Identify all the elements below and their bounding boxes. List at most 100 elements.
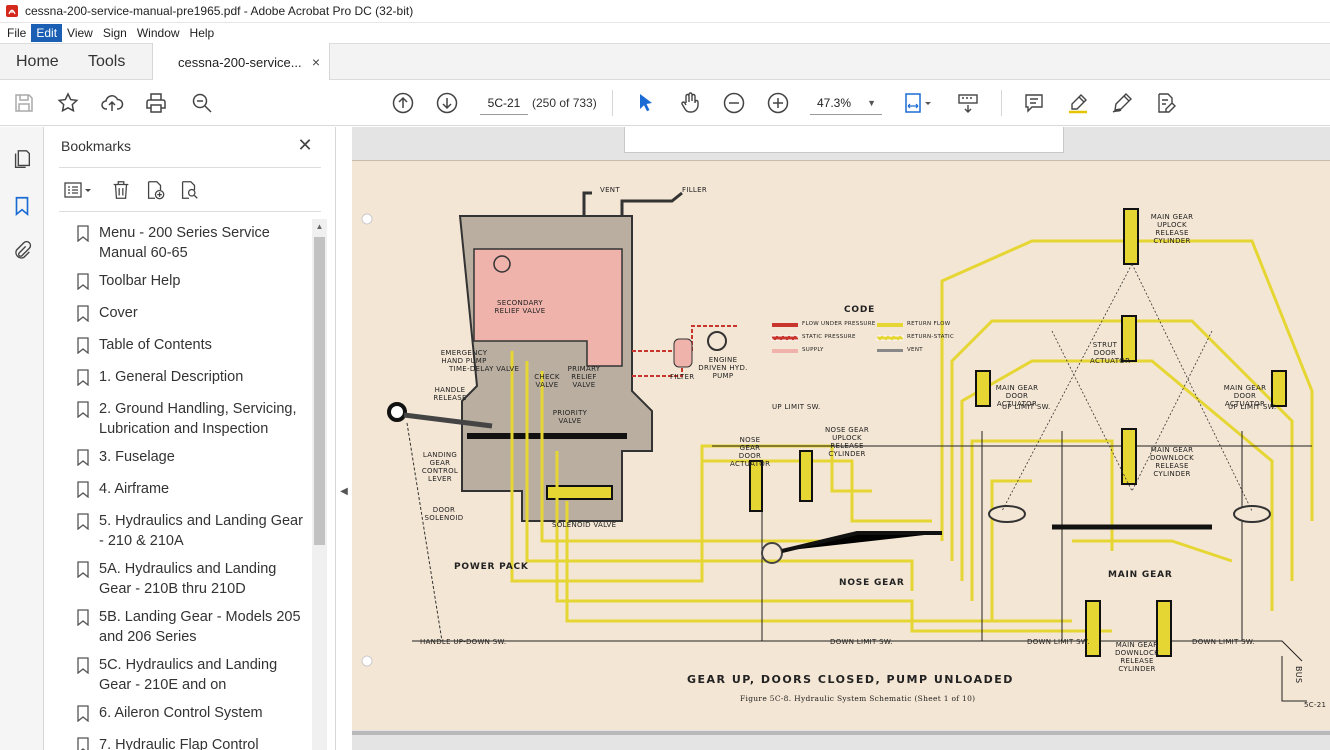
fill-sign-button[interactable] [1152,89,1180,117]
toolbar-separator [612,90,613,116]
label-up-limit-left: UP LIMIT SW. [1002,403,1051,411]
legend-return-flow [877,323,903,327]
return-line [525,361,914,591]
bookmark-options-button[interactable] [59,176,99,204]
reservoir [473,248,623,367]
label-primary-relief: PRIMARY RELIEF VALVE [567,365,601,389]
label-door-solenoid: DOOR SOLENOID [424,506,464,522]
tab-tools[interactable]: Tools [88,53,126,70]
bookmark-item[interactable]: 7. Hydraulic Flap Control [59,731,311,750]
arrow-down-circle-icon [436,92,458,114]
legend-return-flow-label: RETURN FLOW [907,321,951,327]
bookmark-item[interactable]: 2. Ground Handling, Servicing, Lubricati… [59,395,311,443]
draw-button[interactable] [1108,89,1136,117]
label-main-gear: MAIN GEAR [1108,570,1173,580]
bookmark-label: 1. General Description [99,369,244,385]
bookmark-item[interactable]: 5A. Hydraulics and Landing Gear - 210B t… [59,555,311,603]
bookmark-item[interactable]: 5C. Hydraulics and Landing Gear - 210E a… [59,651,311,699]
select-tool-button[interactable] [632,89,660,117]
collapse-panel-icon[interactable]: ◀ [340,486,348,497]
tab-home[interactable]: Home [16,53,59,70]
bookmark-star-button[interactable] [54,89,82,117]
label-engine-pump: ENGINE DRIVEN HYD. PUMP [698,356,748,380]
label-time-delay: TIME-DELAY VALVE [449,365,520,373]
menu-file[interactable]: File [7,26,27,40]
bookmark-item[interactable]: 5. Hydraulics and Landing Gear - 210 & 2… [59,507,311,555]
strut-door-actuator [1121,315,1137,362]
menu-window[interactable]: Window [136,26,180,40]
return-line [1072,539,1233,563]
binder-hole [361,213,373,225]
highlight-button[interactable] [1064,89,1092,117]
bookmark-label: 4. Airframe [99,481,170,497]
comment-button[interactable] [1020,89,1048,117]
label-handle-up-down: HANDLE UP-DOWN SW. [420,638,507,646]
bookmark-item[interactable]: 4. Airframe [59,475,311,507]
menu-help[interactable]: Help [189,26,215,40]
tab-document[interactable]: cessna-200-service... × [152,43,330,81]
close-panel-icon[interactable]: ✕ [297,135,313,155]
page-thumbnails-button[interactable] [10,147,34,171]
label-nose-door-actuator: NOSE GEAR DOOR ACTUATOR [730,436,771,468]
document-view[interactable]: VENT FILLER SECONDARY RELIEF VALVE EMERG… [352,127,1330,750]
zoom-in-button[interactable] [764,89,792,117]
scrolling-mode-button[interactable] [954,89,982,117]
attachments-button[interactable] [10,239,34,263]
bookmark-item[interactable]: 6. Aileron Control System [59,699,311,731]
return-line [540,371,852,543]
previous-page-edge [624,127,1064,153]
delete-bookmark-button[interactable] [107,176,135,204]
fit-page-button[interactable] [898,89,938,117]
bookmark-label: 5B. Landing Gear - Models 205 and 206 Se… [99,609,301,645]
label-secondary-relief: SECONDARY RELIEF VALVE [494,299,546,315]
next-page-button[interactable] [433,89,461,117]
bookmark-scrollbar[interactable]: ▲ [312,219,327,750]
close-tab-icon[interactable]: × [311,54,321,70]
bookmark-item[interactable]: Menu - 200 Series Service Manual 60-65 [59,219,311,267]
label-main-downlock-lower: MAIN GEAR DOWNLOCK RELEASE CYLINDER [1114,641,1160,673]
save-button[interactable] [10,89,38,117]
menu-view[interactable]: View [67,26,93,40]
label-down-limit-nose: DOWN LIMIT SW. [830,638,893,646]
label-handle-release: HANDLE RELEASE [433,386,467,402]
menu-edit[interactable]: Edit [31,24,63,42]
bookmark-ribbon-icon [77,337,89,354]
title-bar: cessna-200-service-manual-pre1965.pdf - … [0,0,1330,23]
bookmark-item[interactable]: 3. Fuselage [59,443,311,475]
label-solenoid-valve: SOLENOID VALVE [552,521,617,529]
bookmark-item[interactable]: 1. General Description [59,363,311,395]
previous-page-button[interactable] [389,89,417,117]
hand-tool-button[interactable] [676,89,704,117]
add-bookmark-icon [147,181,165,200]
find-bookmark-button[interactable] [175,176,203,204]
find-button[interactable] [188,89,216,117]
scroll-thumb[interactable] [314,237,325,545]
new-bookmark-button[interactable] [141,176,169,204]
bookmark-item[interactable]: Cover [59,299,311,331]
bookmark-item[interactable]: 5B. Landing Gear - Models 205 and 206 Se… [59,603,311,651]
bookmark-item[interactable]: Table of Contents [59,331,311,363]
legend-flow-pressure [772,323,798,327]
bookmark-item[interactable]: Toolbar Help [59,267,311,299]
plus-circle-icon [767,92,789,114]
bookmarks-panel-button[interactable] [10,194,34,218]
scroll-up-icon[interactable]: ▲ [315,222,324,231]
label-bus: BUS [1294,666,1303,684]
legend-static-pressure [771,335,799,341]
zoom-out-button[interactable] [720,89,748,117]
page-divider [352,731,1330,735]
right-door-actuator [1271,370,1287,407]
zoom-level-select[interactable]: 47.3% ▼ [810,91,882,115]
schematic-title: GEAR UP, DOORS CLOSED, PUMP UNLOADED [687,673,1014,686]
return-line [970,439,1114,601]
print-button[interactable] [142,89,170,117]
menu-sign[interactable]: Sign [102,26,127,40]
bookmark-label: 5A. Hydraulics and Landing Gear - 210B t… [99,561,277,597]
return-line [990,479,1032,621]
gear-travel-line [1131,263,1253,512]
nose-door-actuator [749,460,763,512]
upload-button[interactable] [98,89,126,117]
label-control-lever: LANDING GEAR CONTROL LEVER [421,451,459,483]
page-number-input[interactable]: 5C-21 [480,91,528,115]
control-lever-knob [387,402,407,422]
